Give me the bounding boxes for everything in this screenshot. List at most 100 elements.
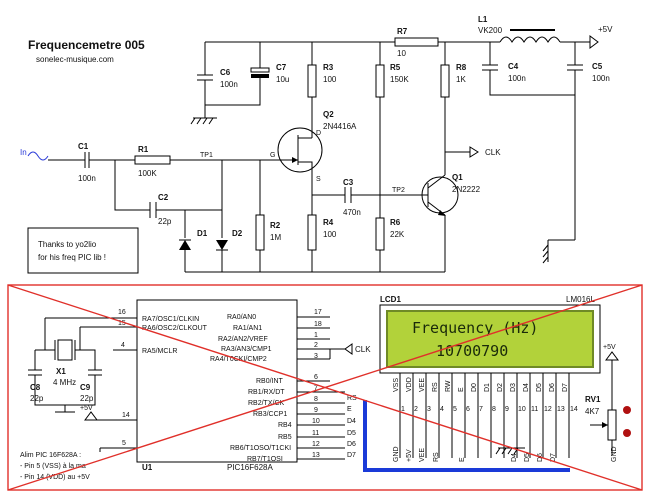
svg-text:15: 15 xyxy=(118,320,126,327)
lcd-pin-name: D2 xyxy=(497,383,504,392)
cap-c1: C1 100n xyxy=(78,142,96,183)
svg-text:R1: R1 xyxy=(138,145,149,154)
svg-text:18: 18 xyxy=(314,321,322,328)
resistor-r8: R8 1K xyxy=(440,63,467,98)
svg-text:100n: 100n xyxy=(78,174,96,183)
lcd-pin-name: RW xyxy=(445,380,452,392)
svg-text:RB5: RB5 xyxy=(278,434,292,441)
lcd-pin-name: E xyxy=(458,387,465,392)
lcd-pin-number: 10 xyxy=(518,406,526,413)
svg-text:5: 5 xyxy=(122,440,126,447)
jfet-q2: Q2 2N4416A D S xyxy=(277,110,357,183)
tp2-label: TP2 xyxy=(392,187,405,194)
svg-text:100K: 100K xyxy=(138,169,157,178)
svg-text:C2: C2 xyxy=(158,193,169,202)
lcd-line-2: 10700790 xyxy=(436,342,508,360)
lcd-pin-name: VSS xyxy=(393,378,400,392)
svg-text:13: 13 xyxy=(312,452,320,459)
svg-text:C7: C7 xyxy=(276,63,287,72)
lcd-bottom-label: GND xyxy=(393,446,400,462)
svg-text:D1: D1 xyxy=(197,229,208,238)
alim-note-3: - Pin 14 (VDD) au +5V xyxy=(20,474,90,481)
lcd-pin-number: 6 xyxy=(466,406,470,413)
lcd-pin-number: 2 xyxy=(414,406,418,413)
input-label: In xyxy=(20,148,27,157)
cap-c9: C9 22p xyxy=(80,369,102,403)
svg-text:LCD1: LCD1 xyxy=(380,295,401,304)
resistor-r3: R3 100 xyxy=(307,63,337,98)
svg-text:C5: C5 xyxy=(592,62,603,71)
lcd-pin-name: D4 xyxy=(523,383,530,392)
inductor-l1: L1 VK200 xyxy=(478,15,561,43)
svg-text:LM016L: LM016L xyxy=(566,295,595,304)
svg-text:D: D xyxy=(316,130,321,137)
svg-text:22p: 22p xyxy=(80,394,94,403)
resistor-r5: R5 150K xyxy=(375,63,409,98)
svg-text:RA2/AN2/VREF: RA2/AN2/VREF xyxy=(218,336,268,343)
svg-text:RA3/AN3/CMP1: RA3/AN3/CMP1 xyxy=(221,346,272,353)
crystal-x1: X1 4 MHz xyxy=(53,339,76,387)
lcd-pin-number: 14 xyxy=(570,406,578,413)
resistor-r1: R1 100K xyxy=(134,145,171,178)
alim-note-1: Alim PIC 16F628A : xyxy=(20,452,81,459)
lcd-screen xyxy=(386,310,594,368)
svg-text:S: S xyxy=(316,176,321,183)
svg-text:C4: C4 xyxy=(508,62,519,71)
lcd-bottom-label: D5 xyxy=(524,453,531,462)
svg-text:C1: C1 xyxy=(78,142,89,151)
svg-text:100n: 100n xyxy=(508,74,526,83)
svg-text:100n: 100n xyxy=(592,74,610,83)
lcd-pin-number: 3 xyxy=(427,406,431,413)
svg-text:4K7: 4K7 xyxy=(585,407,600,416)
lcd-pin-name: D1 xyxy=(484,383,491,392)
lcd-bottom-label: E xyxy=(459,457,466,462)
svg-text:+5V: +5V xyxy=(603,344,616,351)
lcd-pin-number: 11 xyxy=(531,406,538,413)
svg-text:RA5/MCLR: RA5/MCLR xyxy=(142,348,177,355)
lcd-pin-name: D6 xyxy=(549,383,556,392)
cap-c4: C4 100n xyxy=(482,62,526,83)
tp1-label: TP1 xyxy=(200,152,213,159)
svg-text:22p: 22p xyxy=(158,217,172,226)
svg-text:22K: 22K xyxy=(390,230,405,239)
svg-text:D7: D7 xyxy=(347,452,356,459)
svg-text:VK200: VK200 xyxy=(478,26,503,35)
resistor-r7: R7 10 xyxy=(394,27,439,58)
svg-text:RV1: RV1 xyxy=(585,395,601,404)
svg-text:8: 8 xyxy=(314,396,318,403)
svg-text:2N2222: 2N2222 xyxy=(452,185,481,194)
svg-text:E: E xyxy=(347,406,352,413)
svg-text:R3: R3 xyxy=(323,63,334,72)
svg-text:12: 12 xyxy=(312,441,320,448)
svg-text:RB1/RX/DT: RB1/RX/DT xyxy=(248,389,285,396)
thanks-line-2: for his freq PIC lib ! xyxy=(38,253,106,262)
svg-text:RA6/OSC2/CLKOUT: RA6/OSC2/CLKOUT xyxy=(142,325,208,332)
svg-text:RB6/T1OSO/T1CKI: RB6/T1OSO/T1CKI xyxy=(230,445,291,452)
svg-text:11: 11 xyxy=(312,430,319,437)
cap-c7: C7 10u xyxy=(250,63,289,84)
thanks-box xyxy=(27,227,139,274)
svg-text:R2: R2 xyxy=(270,221,281,230)
lcd-pin-name: RS xyxy=(432,382,439,392)
svg-text:RA1/AN1: RA1/AN1 xyxy=(233,325,262,332)
svg-text:D6: D6 xyxy=(347,441,356,448)
svg-text:C6: C6 xyxy=(220,68,231,77)
svg-text:16: 16 xyxy=(118,309,126,316)
svg-text:22p: 22p xyxy=(30,394,44,403)
ground-symbol-main xyxy=(542,239,575,264)
svg-text:RB3/CCP1: RB3/CCP1 xyxy=(253,411,287,418)
lcd-pin-number: 1 xyxy=(401,406,405,413)
ground-symbol-c6 xyxy=(190,117,217,125)
lcd-pin-name: VDD xyxy=(406,377,413,392)
svg-text:470n: 470n xyxy=(343,208,361,217)
lcd-pin-number: 9 xyxy=(505,406,509,413)
svg-text:RB4: RB4 xyxy=(278,422,292,429)
svg-text:RA7/OSC1/CLKIN: RA7/OSC1/CLKIN xyxy=(142,316,199,323)
lcd-pin-number: 5 xyxy=(453,406,457,413)
schematic-title: Frequencemetre 005 xyxy=(28,38,145,52)
svg-text:2: 2 xyxy=(314,342,318,349)
gate-label: G xyxy=(270,152,275,159)
svg-text:9: 9 xyxy=(314,407,318,414)
svg-text:17: 17 xyxy=(314,309,322,316)
svg-text:C3: C3 xyxy=(343,178,354,187)
